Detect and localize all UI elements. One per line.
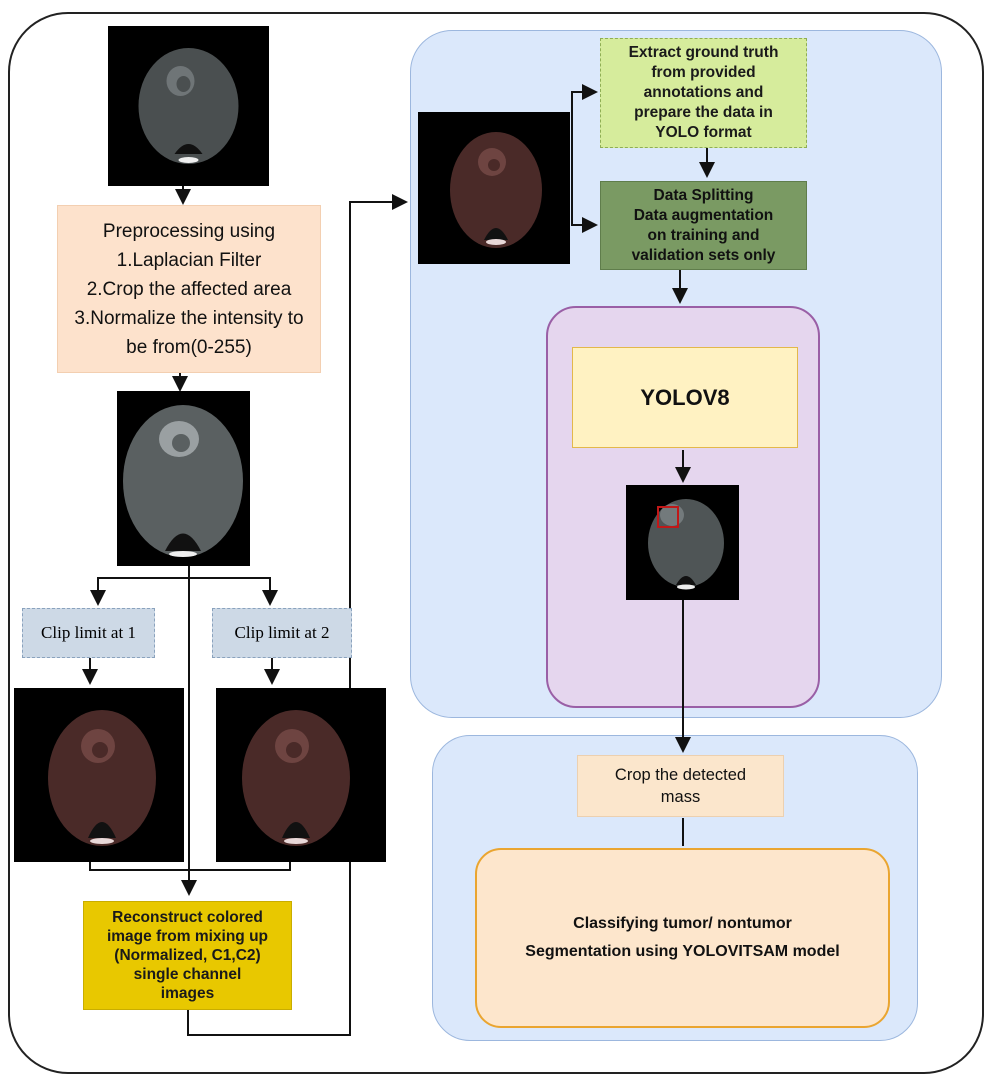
mri-original-image bbox=[108, 26, 269, 186]
reconstruct-line: Reconstruct colored bbox=[112, 909, 263, 926]
preprocessing-step: be from(0-255) bbox=[126, 336, 252, 358]
clip-limit-1-box: Clip limit at 1 bbox=[22, 608, 155, 658]
clip-limit-2-label: Clip limit at 2 bbox=[234, 623, 330, 642]
preprocessing-box: Preprocessing using 1.Laplacian Filter 2… bbox=[57, 205, 321, 373]
yolov8-box: YOLOV8 bbox=[572, 347, 798, 448]
preprocessing-step: 1.Laplacian Filter bbox=[116, 249, 262, 271]
preprocessing-step: 3.Normalize the intensity to bbox=[74, 307, 304, 329]
reconstruct-box: Reconstruct colored image from mixing up… bbox=[83, 901, 292, 1010]
mri-preprocessed-image bbox=[117, 391, 250, 566]
mri-detection-image bbox=[626, 485, 739, 600]
splitting-line: Data Splitting bbox=[653, 186, 754, 204]
reconstruct-line: (Normalized, C1,C2) bbox=[114, 947, 261, 964]
extract-line: annotations and bbox=[643, 84, 764, 101]
extract-line: prepare the data in bbox=[634, 104, 773, 121]
extract-line: Extract ground truth bbox=[628, 44, 779, 61]
clip-limit-2-box: Clip limit at 2 bbox=[212, 608, 352, 658]
crop-mass-line: Crop the detected bbox=[614, 766, 747, 784]
crop-mass-box: Crop the detected mass bbox=[577, 755, 784, 817]
mri-colored-image bbox=[418, 112, 570, 264]
extract-line: from provided bbox=[651, 64, 756, 81]
splitting-line: on training and bbox=[647, 226, 760, 244]
classify-line: Classifying tumor/ nontumor bbox=[573, 915, 792, 932]
data-splitting-box: Data Splitting Data augmentation on trai… bbox=[600, 181, 807, 270]
reconstruct-line: single channel bbox=[133, 966, 242, 983]
reconstruct-line: image from mixing up bbox=[106, 928, 269, 945]
segment-line: Segmentation using YOLOVITSAM model bbox=[525, 943, 840, 960]
splitting-line: Data augmentation bbox=[633, 206, 774, 224]
splitting-line: validation sets only bbox=[631, 246, 776, 264]
classify-segment-box: Classifying tumor/ nontumor Segmentation… bbox=[475, 848, 890, 1028]
mri-clip1-image bbox=[14, 688, 184, 862]
preprocessing-step: 2.Crop the affected area bbox=[86, 278, 292, 300]
clip-limit-1-label: Clip limit at 1 bbox=[41, 623, 136, 642]
preprocessing-title: Preprocessing using bbox=[102, 220, 276, 242]
yolov8-label: YOLOV8 bbox=[640, 384, 730, 410]
crop-mass-line: mass bbox=[660, 788, 701, 806]
extract-ground-truth-box: Extract ground truth from provided annot… bbox=[600, 38, 807, 148]
reconstruct-line: images bbox=[160, 985, 215, 1002]
extract-line: YOLO format bbox=[655, 124, 752, 141]
mri-clip2-image bbox=[216, 688, 386, 862]
